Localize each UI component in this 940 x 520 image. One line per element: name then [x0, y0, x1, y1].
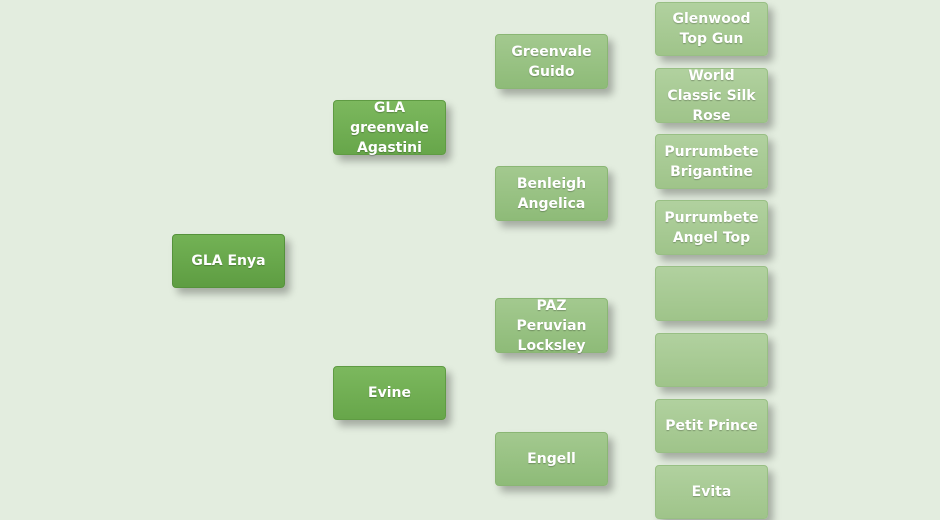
great-grandparent-node-8[interactable]: Evita [655, 465, 768, 519]
dam-dam-node[interactable]: Engell [495, 432, 608, 486]
great-grandparent-node-2[interactable]: World Classic Silk Rose [655, 67, 768, 124]
sire-sire-node[interactable]: Greenvale Guido [495, 34, 608, 89]
great-grandparent-node-4[interactable]: Purrumbete Angel Top [655, 200, 768, 255]
great-grandparent-node-7[interactable]: Petit Prince [655, 399, 768, 453]
great-grandparent-node-6[interactable] [655, 333, 768, 387]
sire-sire-label: Greenvale Guido [511, 43, 592, 80]
dam-sire-node[interactable]: PAZ Peruvian Locksley [495, 297, 608, 354]
great-grandparent-label-8: Evita [691, 484, 732, 500]
subject-label: GLA Enya [191, 253, 266, 269]
subject-node[interactable]: GLA Enya [172, 234, 285, 288]
great-grandparent-node-5[interactable] [655, 266, 768, 321]
dam-dam-label: Engell [527, 451, 576, 467]
great-grandparent-label-2: World Classic Silk Rose [667, 67, 756, 124]
great-grandparent-label-1: Glenwood Top Gun [672, 11, 751, 47]
sire-node[interactable]: GLA greenvale Agastini [333, 99, 446, 156]
great-grandparent-node-3[interactable]: Purrumbete Brigantine [655, 134, 768, 189]
great-grandparent-node-1[interactable]: Glenwood Top Gun [655, 2, 768, 56]
sire-label: GLA greenvale Agastini [350, 99, 429, 156]
sire-dam-node[interactable]: Benleigh Angelica [495, 166, 608, 221]
great-grandparent-label-7: Petit Prince [665, 418, 758, 434]
dam-label: Evine [368, 385, 411, 401]
dam-node[interactable]: Evine [333, 366, 446, 420]
sire-dam-label: Benleigh Angelica [516, 175, 587, 212]
great-grandparent-label-4: Purrumbete Angel Top [664, 209, 759, 246]
dam-sire-label: PAZ Peruvian Locksley [516, 297, 587, 354]
great-grandparent-label-3: Purrumbete Brigantine [664, 143, 759, 180]
